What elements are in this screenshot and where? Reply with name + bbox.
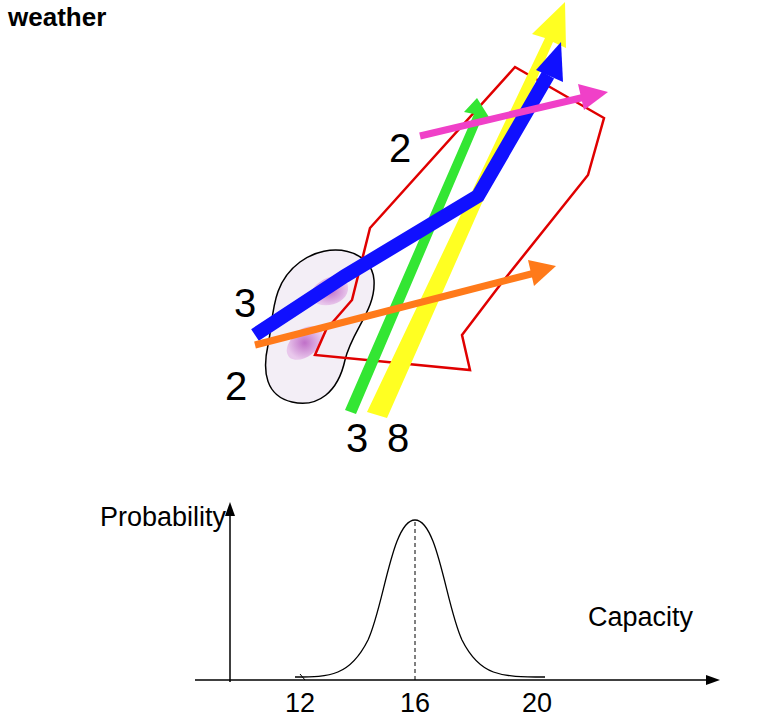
callout-number: 2 (389, 128, 411, 168)
callout-number: 3 (234, 283, 256, 323)
tick (300, 674, 305, 680)
y-axis (229, 512, 231, 682)
diagram-title: weather (8, 4, 106, 30)
axis-label: Capacity (588, 604, 693, 631)
callout-number: 2 (225, 366, 247, 406)
tick-label: 20 (522, 690, 552, 717)
pink-arrowhead (578, 84, 608, 110)
orange-arrowhead (528, 260, 556, 286)
tick-label: 12 (285, 690, 315, 717)
axis-label: Probability (100, 504, 226, 531)
orange-flow (255, 273, 535, 345)
callout-number: 3 (346, 418, 368, 458)
x-axis (195, 679, 710, 681)
pink-flow (420, 97, 585, 136)
axis-arrowhead (706, 675, 720, 685)
mean-line (415, 522, 416, 680)
axis-arrowhead (225, 502, 235, 516)
probability-curve (295, 520, 545, 677)
blue-arrowhead (536, 42, 563, 82)
tick-label: 16 (400, 690, 430, 717)
callout-number: 8 (387, 418, 409, 458)
